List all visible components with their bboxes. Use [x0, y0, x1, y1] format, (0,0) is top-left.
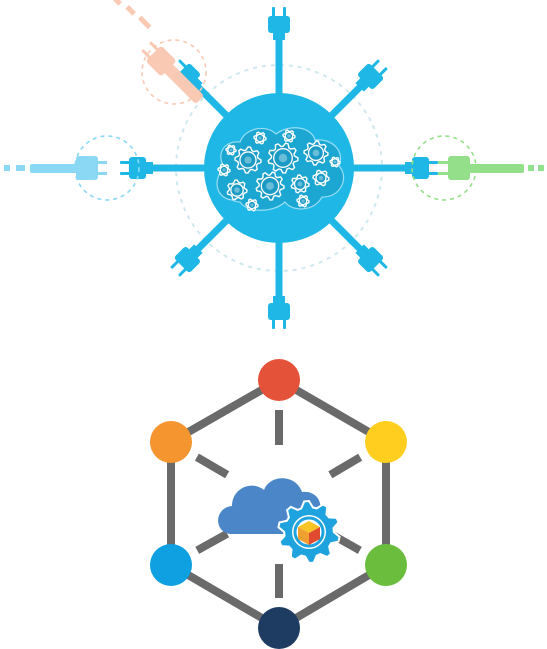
gear-13-icon	[329, 156, 341, 168]
gear-1-icon	[234, 146, 262, 174]
cloud-network-diagram	[150, 359, 407, 649]
peach-plug-icon	[111, 0, 207, 105]
external-plugs-group	[4, 0, 544, 201]
node-bottom	[258, 607, 300, 649]
gear-8-icon	[253, 131, 267, 145]
plug-bottom-left-icon	[170, 244, 203, 277]
cube-icon	[298, 521, 320, 545]
node-top	[258, 359, 300, 401]
gear-2-icon	[267, 142, 299, 174]
node-upper-left	[150, 421, 192, 463]
edge-upper-right-center	[328, 453, 363, 479]
peach-plug-ring	[141, 39, 207, 105]
light-blue-plug-icon	[4, 135, 140, 201]
gear-12-icon	[217, 163, 231, 177]
gear-9-icon	[282, 129, 296, 143]
plug-top-icon	[268, 7, 290, 40]
edge-upper-left-center	[194, 453, 230, 479]
gear-3-icon	[303, 140, 329, 166]
network-nodes	[150, 359, 407, 649]
gear-7-icon	[312, 169, 330, 187]
plug-bottom-right-icon	[355, 244, 388, 277]
node-lower-right	[365, 544, 407, 586]
gear-10-icon	[245, 198, 259, 212]
light-blue-plug-ring	[74, 135, 140, 201]
gear-cube-icon	[277, 499, 341, 565]
plug-top-right-icon	[355, 59, 388, 92]
node-lower-left	[150, 544, 192, 586]
gear-11-icon	[296, 194, 310, 208]
brain-hub-diagram	[4, 0, 544, 329]
brain-gears-icon	[216, 127, 345, 212]
plug-left-icon	[120, 157, 153, 179]
plug-bottom-icon	[268, 296, 290, 329]
gear-inner-ring	[293, 516, 325, 548]
gear-14-icon	[225, 144, 237, 156]
gear-6-icon	[290, 174, 310, 194]
gears-group	[217, 129, 341, 212]
plug-right-icon	[405, 157, 438, 179]
peach-cable	[111, 0, 152, 30]
gear-5-icon	[226, 179, 248, 201]
green-plug-icon	[411, 135, 544, 201]
node-upper-right	[365, 421, 407, 463]
edge-lower-left-center	[195, 530, 230, 554]
gear-4-icon	[255, 171, 285, 201]
